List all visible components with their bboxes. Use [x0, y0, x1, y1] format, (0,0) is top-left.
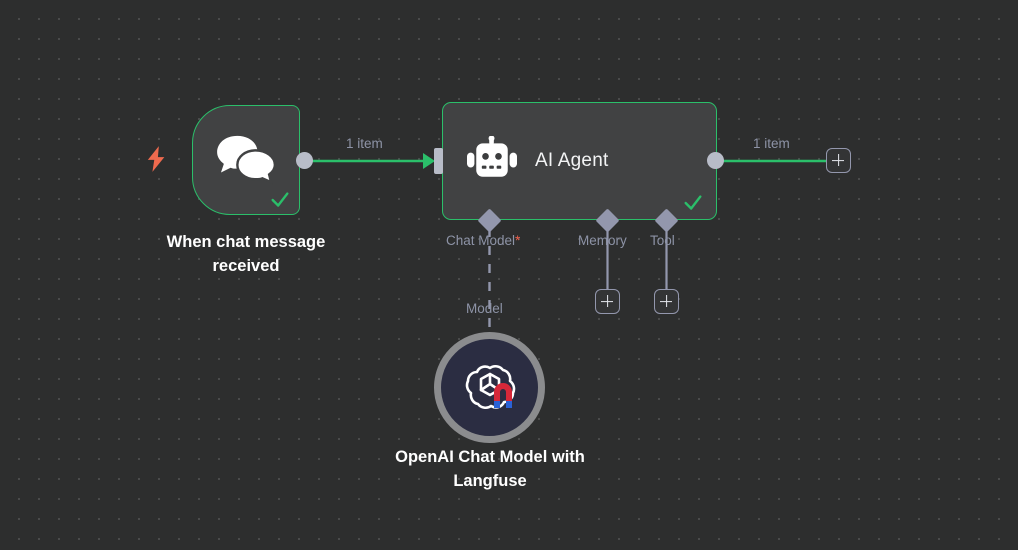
add-node-button-main[interactable]: [826, 148, 851, 173]
add-node-button-memory[interactable]: [595, 289, 620, 314]
agent-input-port[interactable]: [434, 148, 443, 174]
edge-label-trigger-to-agent: 1 item: [346, 136, 383, 151]
trigger-node-caption: When chat message received: [166, 233, 326, 275]
openai-node-caption: OpenAI Chat Model with Langfuse: [395, 448, 585, 490]
agent-port-label-chat-model: Chat Model*: [446, 233, 520, 248]
agent-node-title: AI Agent: [535, 150, 609, 171]
add-node-button-tool[interactable]: [654, 289, 679, 314]
check-icon: [684, 195, 702, 210]
lightning-bolt-icon: [147, 146, 165, 172]
agent-output-port[interactable]: [707, 152, 724, 169]
openai-logo-icon: [465, 364, 515, 409]
node-when-chat-message-received[interactable]: [192, 105, 300, 215]
agent-port-label-memory: Memory: [578, 233, 627, 248]
required-marker-icon: *: [515, 233, 521, 248]
check-icon: [271, 192, 289, 207]
chat-model-label-text: Chat Model: [446, 233, 516, 248]
magnet-icon: [493, 382, 512, 408]
node-ai-agent[interactable]: AI Agent: [442, 102, 717, 220]
edge-label-agent-output: 1 item: [753, 136, 790, 151]
robot-icon: [467, 136, 517, 177]
edge-label-chat-model: Model: [466, 301, 503, 316]
chat-bubbles-icon: [217, 135, 277, 185]
agent-port-label-tool: Tool: [650, 233, 675, 248]
node-openai-chat-model[interactable]: [434, 332, 545, 443]
trigger-output-port[interactable]: [296, 152, 313, 169]
